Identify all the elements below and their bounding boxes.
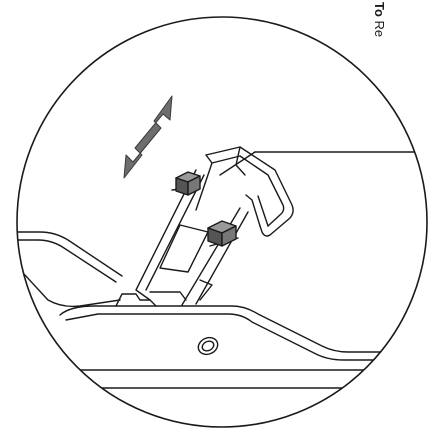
caption-line-bold: To	[372, 2, 387, 17]
upper-housing-panel	[219, 151, 427, 176]
latch-clip	[115, 146, 294, 307]
double-headed-arrow-icon	[123, 95, 173, 179]
caption-line-regular: Re	[372, 20, 387, 38]
screw-hole-icon	[197, 336, 219, 356]
latch-tab-upper	[175, 171, 201, 196]
detail-magnifier-circle	[16, 16, 428, 428]
corner-caption: To Re	[372, 2, 387, 38]
latch-tab-lower	[207, 220, 237, 247]
base-tray	[59, 305, 427, 389]
left-side-cover	[17, 231, 123, 308]
